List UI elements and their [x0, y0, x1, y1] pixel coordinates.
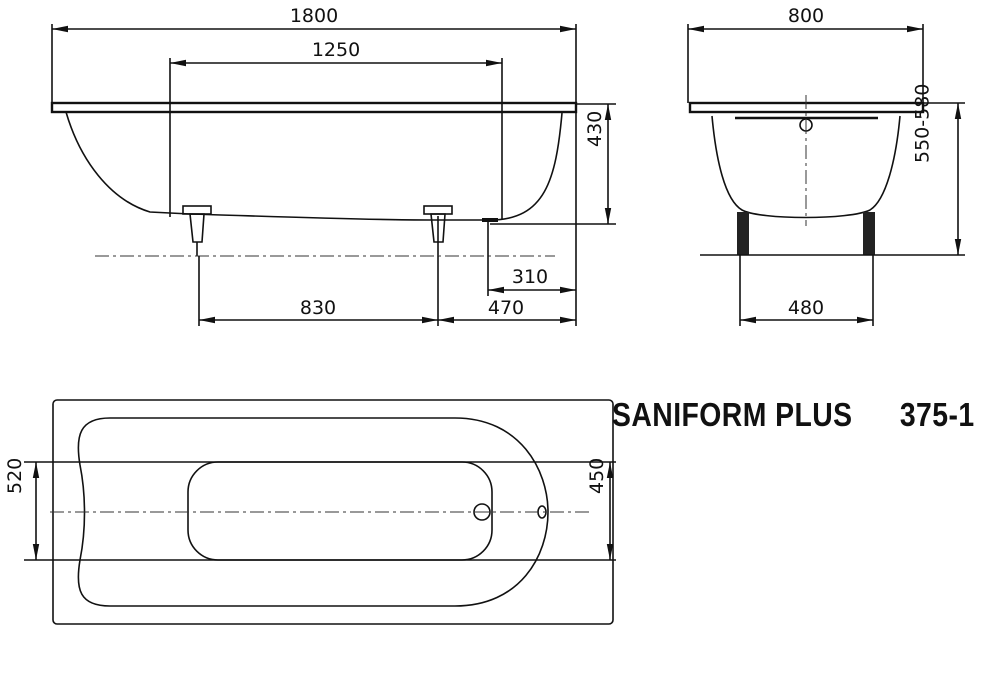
leg-left [737, 212, 749, 255]
product-name: SANIFORM PLUS [612, 396, 853, 433]
dim-inner-width-label: 520 [4, 458, 26, 494]
product-model: 375-1 [899, 396, 975, 433]
dim-bottom-width-label: 450 [586, 458, 608, 494]
dim-foot-spacing-label: 830 [300, 297, 336, 319]
tub-body [65, 111, 563, 221]
dim-drain-label: 310 [512, 266, 548, 288]
dim-foot-end-label: 470 [488, 297, 524, 319]
dim-length-label: 1800 [290, 5, 338, 27]
plan-view: 520 450 [4, 399, 616, 625]
product-title: SANIFORM PLUS 375-1 [612, 396, 975, 434]
dim-inner-length-label: 1250 [312, 39, 360, 61]
inner-outline [77, 417, 549, 607]
dim-height-label: 430 [584, 111, 606, 147]
drain-outlet [482, 218, 498, 222]
side-view: 1800 1250 430 310 830 470 [50, 5, 616, 326]
tub-rim [50, 101, 578, 114]
leg-right [863, 212, 875, 255]
drain-icon [473, 503, 491, 521]
foot-right [423, 205, 453, 256]
dim-total-height-label: 550-580 [911, 84, 933, 163]
dim-foot-width-label: 480 [788, 297, 824, 319]
tub-bowl [711, 115, 901, 219]
end-view: 800 550-580 480 [687, 5, 965, 326]
dim-width-label: 800 [788, 5, 824, 27]
tub-bottom [187, 461, 493, 561]
foot-left [182, 205, 212, 256]
